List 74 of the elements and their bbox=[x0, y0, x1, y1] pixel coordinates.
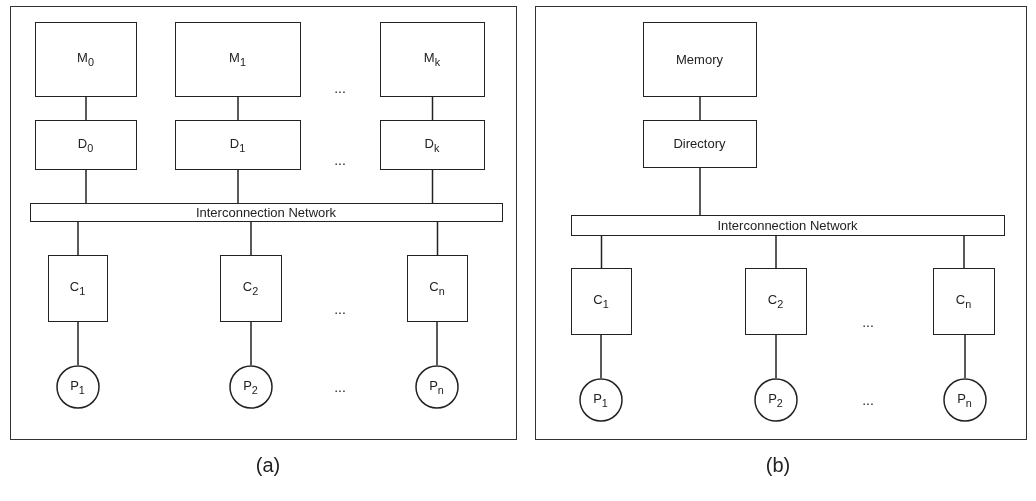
connector-line bbox=[250, 221, 252, 256]
node-label: M$_{0}$ bbox=[77, 50, 94, 68]
connector-line bbox=[775, 235, 777, 269]
component-box bbox=[744, 267, 807, 335]
connector-line bbox=[963, 235, 965, 269]
connector-line bbox=[699, 96, 701, 121]
processor-circle bbox=[228, 364, 273, 409]
connector-line bbox=[250, 321, 252, 366]
component-box bbox=[406, 254, 468, 322]
connector-line bbox=[237, 169, 239, 204]
connector-line bbox=[77, 321, 79, 366]
connector-line bbox=[436, 321, 438, 366]
component-box bbox=[379, 21, 485, 97]
component-box bbox=[47, 254, 108, 322]
component-box bbox=[34, 119, 137, 170]
node-label: D$_{1}$ bbox=[229, 135, 246, 154]
connector-line bbox=[775, 334, 777, 379]
processor-circle bbox=[55, 364, 100, 409]
node-label: C$_{2}$ bbox=[242, 279, 259, 297]
processor-circle bbox=[753, 377, 798, 422]
connector-line bbox=[436, 221, 439, 256]
connector-line bbox=[431, 96, 434, 121]
node-label: C$_{n}$ bbox=[955, 292, 972, 310]
node-label: C$_{1}$ bbox=[69, 279, 86, 297]
node-label: P$_{n}$ bbox=[957, 390, 972, 409]
ellipsis-label: ... bbox=[334, 301, 346, 317]
connector-line bbox=[699, 167, 701, 216]
ellipsis-label: ... bbox=[862, 314, 874, 330]
connector-line bbox=[431, 169, 434, 204]
component-box bbox=[570, 267, 632, 335]
node-label: C$_{n}$ bbox=[429, 279, 445, 297]
network-bar bbox=[29, 202, 503, 222]
component-box bbox=[932, 267, 995, 335]
node-label: P$_{1}$ bbox=[70, 377, 85, 396]
ellipsis-label: ... bbox=[334, 80, 346, 96]
node-label: P$_{2}$ bbox=[768, 390, 783, 409]
component-box bbox=[219, 254, 282, 322]
connector-line bbox=[85, 169, 87, 204]
node-label: Directory bbox=[673, 136, 726, 151]
panel-caption: (b) bbox=[765, 453, 791, 477]
network-bar bbox=[570, 214, 1005, 236]
component-box bbox=[642, 21, 757, 97]
component-box bbox=[642, 119, 757, 168]
network-label: Interconnection Network bbox=[717, 217, 858, 233]
component-box bbox=[174, 119, 301, 170]
component-box bbox=[34, 21, 137, 97]
processor-circle bbox=[942, 377, 987, 422]
component-box bbox=[379, 119, 485, 170]
node-label: P$_{n}$ bbox=[429, 377, 444, 396]
processor-circle bbox=[578, 377, 623, 422]
ellipsis-label: ... bbox=[862, 392, 874, 408]
connector-line bbox=[964, 334, 966, 379]
ellipsis-label: ... bbox=[334, 379, 346, 395]
node-label: P$_{1}$ bbox=[593, 390, 608, 409]
node-label: D$_{0}$ bbox=[77, 135, 94, 154]
node-label: D$_{k}$ bbox=[424, 135, 440, 154]
connector-line bbox=[85, 96, 87, 121]
node-label: P$_{2}$ bbox=[243, 377, 258, 396]
node-label: M$_{k}$ bbox=[423, 50, 441, 68]
node-label: C$_{1}$ bbox=[593, 292, 609, 310]
connector-line bbox=[600, 334, 602, 379]
node-label: C$_{2}$ bbox=[767, 292, 784, 310]
ellipsis-label: ... bbox=[334, 152, 346, 168]
panel-caption: (a) bbox=[255, 453, 281, 477]
processor-circle bbox=[414, 364, 459, 409]
panel-frame bbox=[535, 6, 1027, 440]
panel-frame bbox=[10, 6, 517, 440]
connector-line bbox=[600, 235, 603, 269]
connector-line bbox=[237, 96, 239, 121]
network-label: Interconnection Network bbox=[195, 204, 337, 220]
node-label: M$_{1}$ bbox=[229, 50, 246, 68]
connector-line bbox=[77, 221, 79, 256]
node-label: Memory bbox=[676, 51, 723, 67]
component-box bbox=[174, 21, 301, 97]
